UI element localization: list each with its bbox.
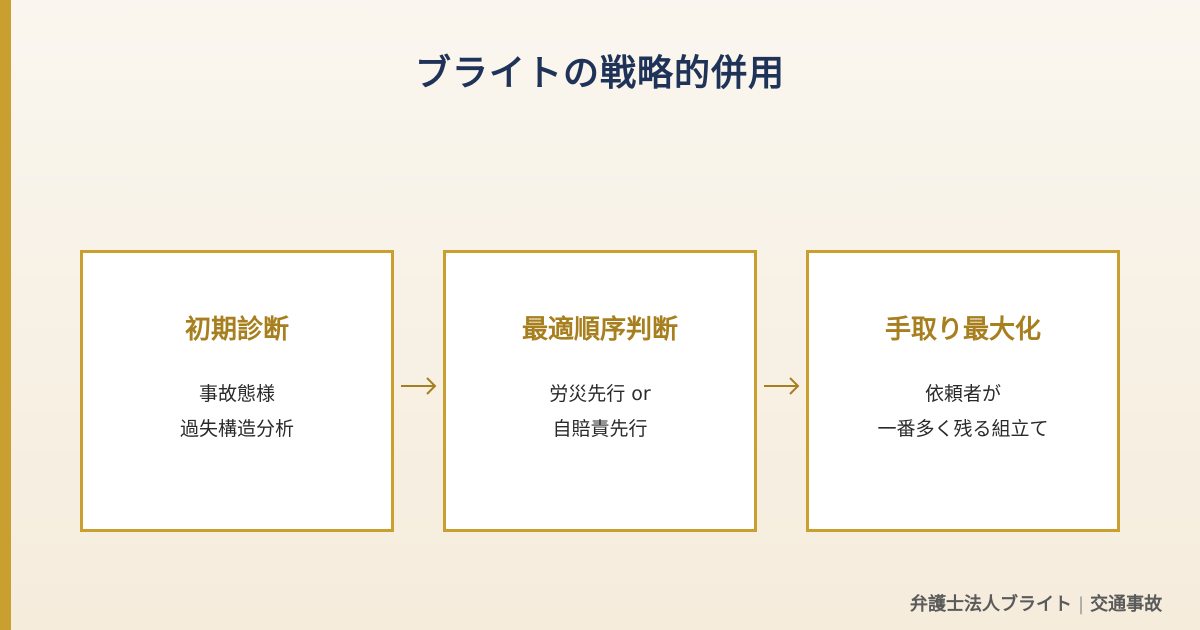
footer-firm-name: 弁護士法人ブライト	[910, 594, 1072, 615]
step-description-line: 自賠責先行	[552, 418, 648, 440]
step-box-maximize-take-home: 手取り最大化 依頼者が 一番多く残る組立て	[806, 250, 1120, 532]
accent-bar	[0, 0, 11, 630]
step-description: 事故態様 過失構造分析	[83, 377, 391, 447]
step-box-optimal-order: 最適順序判断 労災先行 or 自賠責先行	[443, 250, 757, 532]
footer-separator: |	[1078, 594, 1085, 615]
step-description-line: 一番多く残る組立て	[877, 418, 1049, 440]
step-title: 手取り最大化	[884, 315, 1041, 345]
step-description-line: 労災先行 or	[549, 383, 651, 405]
step-description-line: 過失構造分析	[179, 418, 294, 440]
arrow-right-icon	[401, 377, 437, 395]
step-description-line: 事故態様	[198, 383, 275, 405]
step-description: 依頼者が 一番多く残る組立て	[809, 377, 1117, 447]
footer-topic: 交通事故	[1090, 594, 1163, 615]
step-title: 初期診断	[184, 315, 289, 345]
step-title: 最適順序判断	[521, 315, 678, 345]
footer-credit: 弁護士法人ブライト |交通事故	[910, 590, 1162, 616]
step-description-line: 依頼者が	[924, 383, 1001, 405]
page-title: ブライトの戦略的併用	[414, 53, 785, 94]
step-box-initial-diagnosis: 初期診断 事故態様 過失構造分析	[80, 250, 394, 532]
arrow-right-icon	[764, 377, 800, 395]
step-description: 労災先行 or 自賠責先行	[446, 377, 754, 447]
